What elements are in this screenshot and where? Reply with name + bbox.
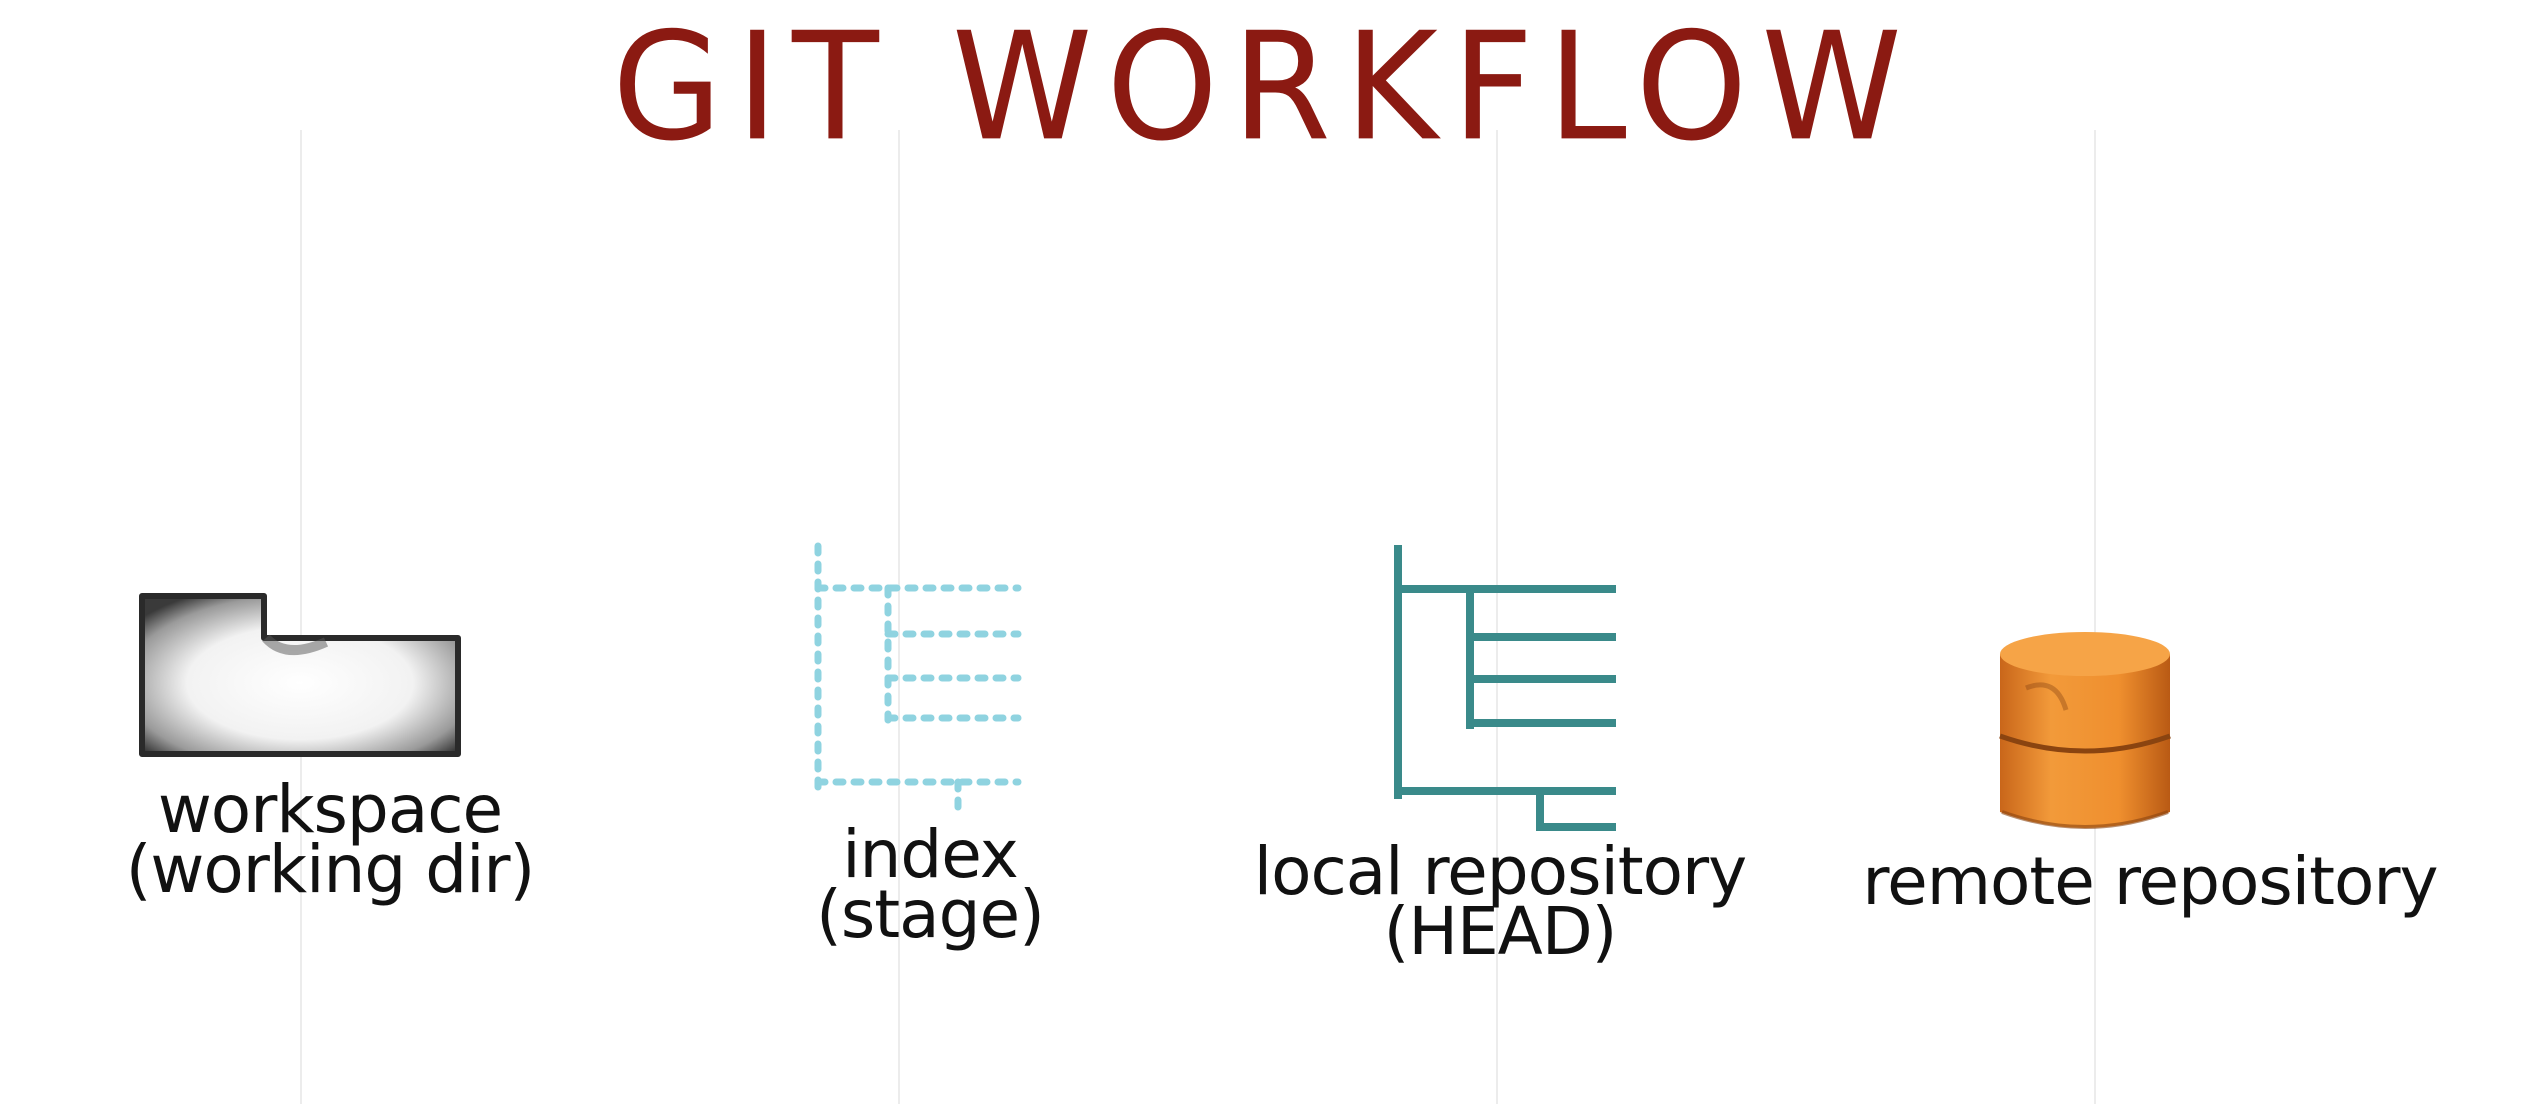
column-divider (898, 130, 900, 1104)
stage-name: workspace (157, 771, 503, 848)
stage-name: remote repository (1862, 843, 2438, 920)
stage-subtitle: (stage) (816, 876, 1045, 953)
workspace-label: workspace (working dir) (120, 771, 540, 908)
index-label: index (stage) (750, 816, 1110, 953)
folder-icon (139, 593, 461, 757)
stage-name: index (842, 816, 1019, 893)
repository-tree-icon (1394, 545, 1616, 831)
stage-subtitle: (working dir) (125, 831, 536, 908)
column-divider (300, 130, 302, 1104)
diagram-title: GIT WORKFLOW (612, 0, 1916, 175)
column-divider (2094, 130, 2096, 1104)
staging-tree-icon (814, 542, 1022, 814)
local-repository-label: local repository (HEAD) (1240, 833, 1760, 970)
database-icon (1999, 632, 2171, 829)
stage-subtitle: (HEAD) (1383, 893, 1618, 970)
stage-name: local repository (1253, 833, 1748, 910)
remote-repository-label: remote repository (1830, 843, 2470, 920)
column-divider (1496, 130, 1498, 1104)
